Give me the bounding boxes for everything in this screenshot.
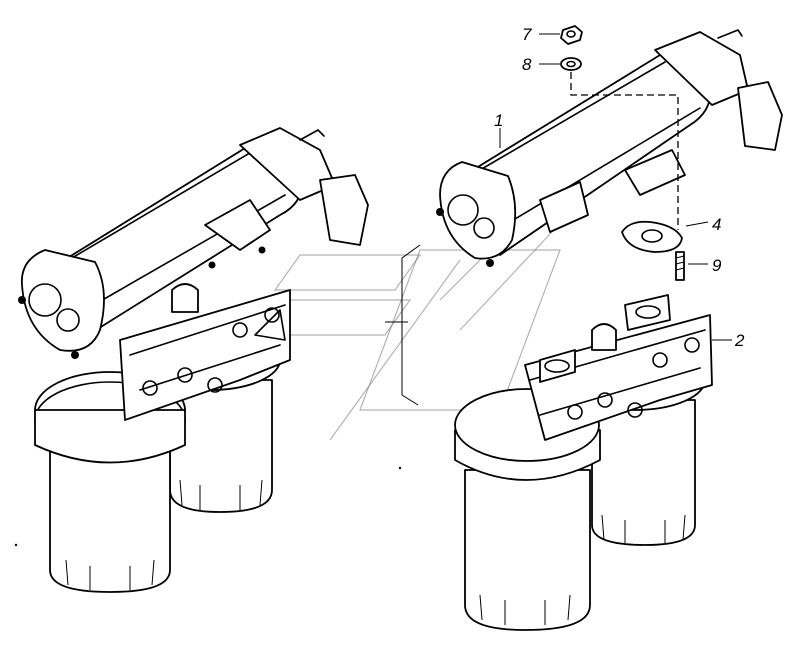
- callout-label-4: 4: [712, 215, 721, 234]
- rear-filter-canister-right: [591, 399, 696, 546]
- nut-7: [560, 25, 583, 45]
- callout-label-1: 1: [494, 111, 503, 130]
- front-filter-canister-right: [464, 469, 591, 631]
- callout-leaders: [499, 33, 732, 341]
- washer-8: [560, 57, 582, 71]
- assembled-filter-unit: [18, 127, 369, 593]
- left-cooler-front-flange: [21, 249, 105, 352]
- exploded-filter-unit: [385, 25, 783, 631]
- callout-label-7: 7: [522, 25, 532, 44]
- front-filter-canister: [49, 439, 171, 593]
- callout-label-9: 9: [712, 256, 722, 275]
- filter-head-bracket: [119, 289, 291, 421]
- callout-label-8: 8: [522, 55, 532, 74]
- gasket-4: [621, 220, 683, 253]
- stud-9: [675, 251, 685, 281]
- callout-label-2: 2: [734, 331, 745, 350]
- filter-head-2: [524, 314, 713, 441]
- rear-filter-canister: [169, 379, 273, 513]
